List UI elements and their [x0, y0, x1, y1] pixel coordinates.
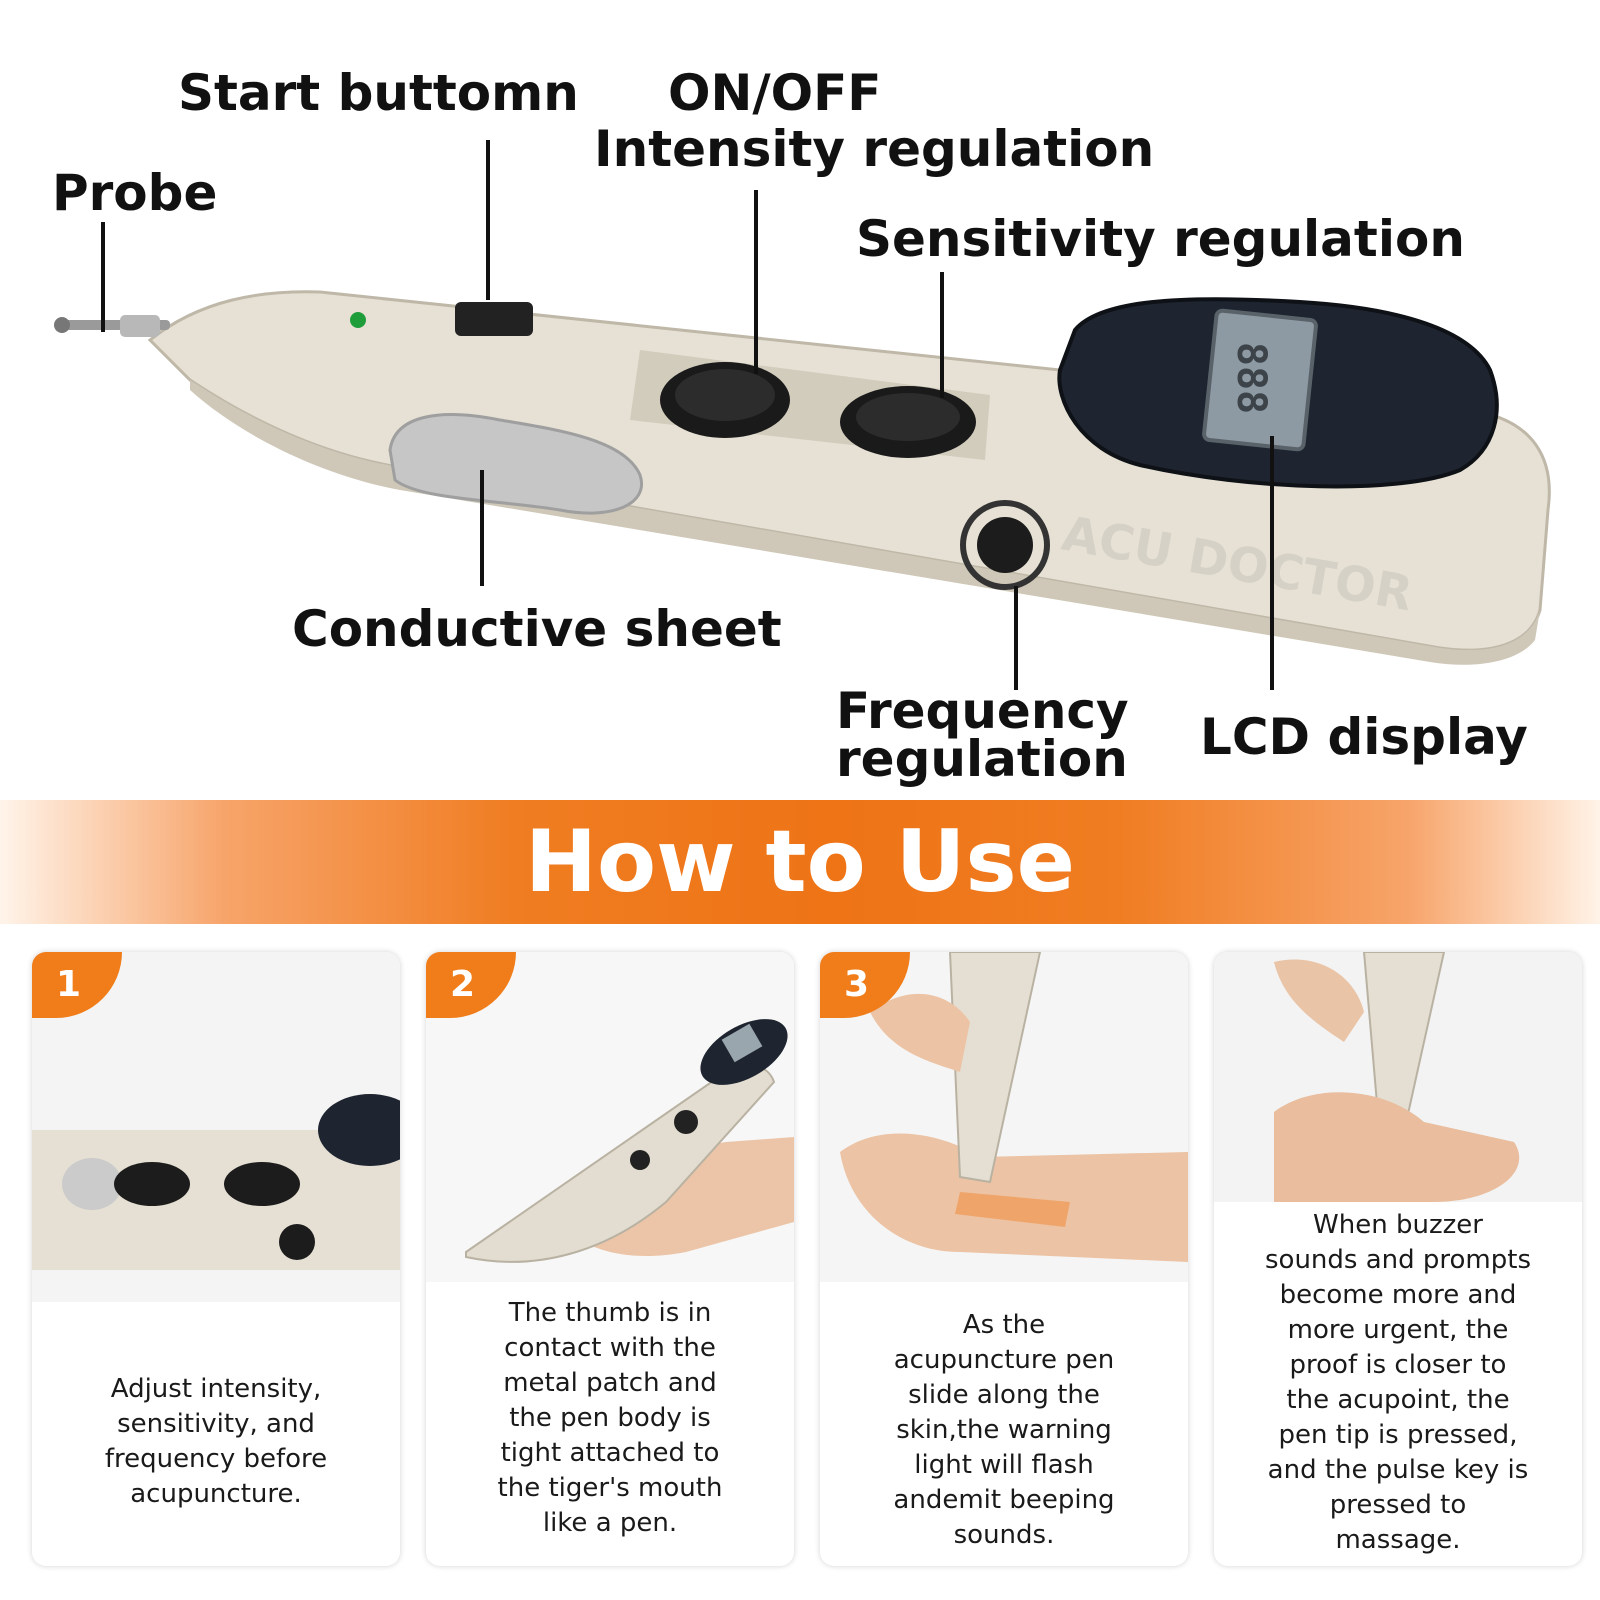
- hand-holding-pen-image: [426, 952, 794, 1282]
- intensity-regulation-label: Intensity regulation: [594, 120, 1155, 178]
- probe-leader-line: [101, 222, 105, 332]
- frequency-regulation-label-line1: Frequency: [836, 682, 1129, 740]
- pen-on-skin-image: [820, 952, 1188, 1282]
- start-button-label: Start buttomn: [178, 64, 579, 122]
- conductive-leader-line: [480, 470, 484, 586]
- pen-pressing-acupoint-image: [1214, 952, 1582, 1202]
- banner-title: How to Use: [525, 812, 1075, 912]
- sensitivity-regulation-label: Sensitivity regulation: [856, 210, 1465, 268]
- start-button-leader-line: [486, 140, 490, 300]
- on-off-label: ON/OFF: [668, 64, 882, 122]
- frequency-leader-line: [1014, 586, 1018, 690]
- lcd-leader-line: [1270, 436, 1274, 690]
- acupuncture-pen-illustration: [54, 290, 1551, 665]
- conductive-sheet-label: Conductive sheet: [292, 600, 782, 658]
- how-to-use-banner: How to Use: [0, 800, 1600, 924]
- intensity-leader-line: [754, 190, 758, 374]
- lcd-digits: 888: [1228, 341, 1275, 415]
- lcd-display-label: LCD display: [1200, 708, 1528, 766]
- pen-closeup-image: [32, 952, 400, 1302]
- probe-label: Probe: [52, 164, 218, 222]
- sensitivity-leader-line: [940, 272, 944, 398]
- frequency-regulation-label-line2: regulation: [836, 730, 1128, 788]
